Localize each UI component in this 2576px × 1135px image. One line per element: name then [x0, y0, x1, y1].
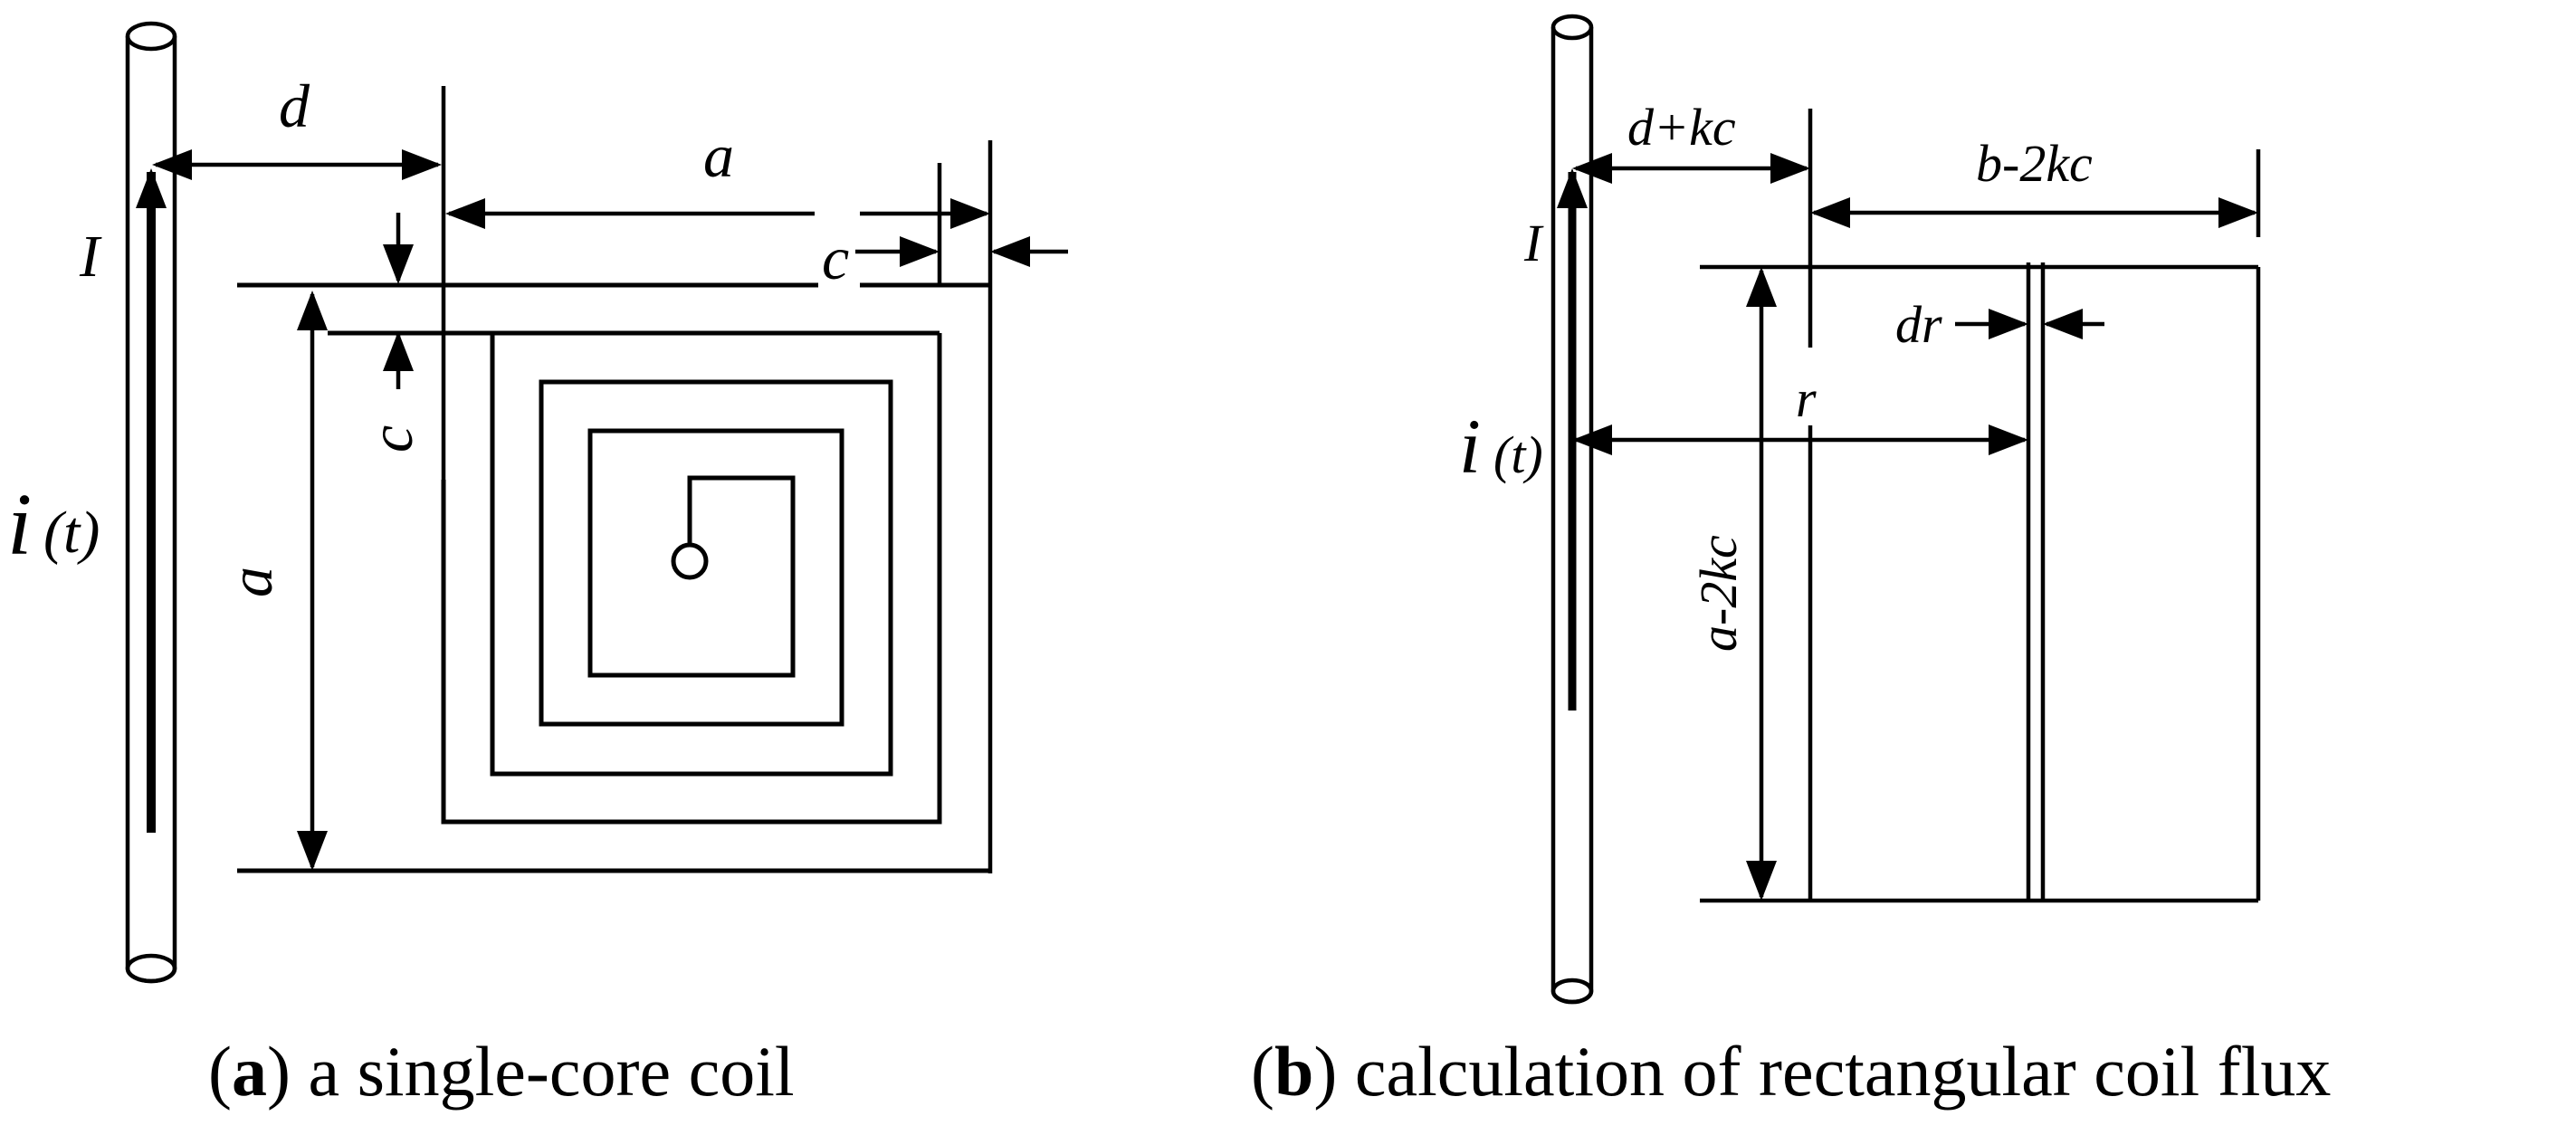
spiral-coil — [237, 282, 990, 873]
conductor-a — [125, 21, 177, 984]
dim-c-left-label: c — [357, 425, 425, 453]
current-function-arg-a: (t) — [43, 500, 100, 566]
caption-b: (b) calculation of rectangular coil flux — [1251, 1032, 2331, 1111]
dim-d-label: d — [279, 72, 310, 140]
dim-dr-label: dr — [1895, 295, 1942, 354]
dim-a-height-label: a — [216, 567, 285, 597]
dim-a-width-label: a — [703, 121, 734, 190]
dim-r-label: r — [1796, 369, 1817, 428]
dim-width-label: b-2kc — [1976, 134, 2093, 193]
conductor-b — [1550, 14, 1594, 1005]
dim-c-right-label: c — [822, 224, 849, 292]
current-label-a: I — [79, 224, 102, 290]
panel-b: I i (t) d+kc b-2kc dr r a-2kc (b) calcul… — [1251, 14, 2331, 1111]
caption-a: (a) a single-core coil — [208, 1032, 795, 1111]
current-label-b: I — [1523, 214, 1544, 272]
current-function-main-b: i — [1459, 403, 1481, 490]
dim-distance-label: d+kc — [1627, 98, 1736, 157]
dim-height-label: a-2kc — [1689, 535, 1748, 652]
panel-a: I i (t) d a c c a — [7, 21, 1068, 1111]
current-function-main-a: i — [7, 476, 32, 574]
current-function-arg-b: (t) — [1493, 425, 1543, 484]
coil-terminal — [671, 542, 709, 580]
